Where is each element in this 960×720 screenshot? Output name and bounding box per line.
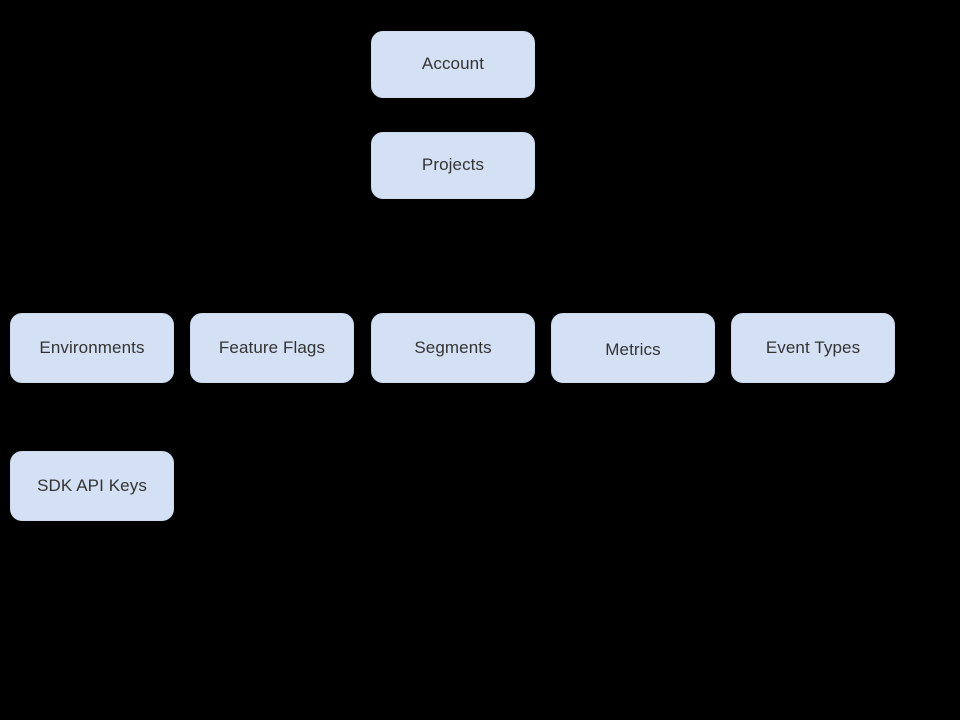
node-account[interactable]: Account: [371, 31, 535, 98]
edge-projects-metrics: [452, 199, 634, 313]
node-environments[interactable]: Environments: [10, 313, 174, 383]
node-segments[interactable]: Segments: [371, 313, 535, 383]
edge-projects-event-types: [452, 199, 814, 313]
node-label-sdk-api-keys: SDK API Keys: [37, 475, 147, 495]
node-label-feature-flags: Feature Flags: [218, 337, 326, 357]
edge-projects-feature-flags: [271, 199, 454, 313]
node-label-event-types: Event Types: [765, 337, 861, 357]
node-label-projects: Projects: [421, 155, 485, 175]
node-label-environments: Environments: [39, 337, 145, 357]
node-projects[interactable]: Projects: [371, 132, 535, 199]
node-label-metrics: Metrics: [605, 340, 661, 359]
node-feature-flags[interactable]: Feature Flags: [190, 313, 354, 383]
node-label-account: Account: [421, 54, 485, 74]
node-event-types[interactable]: Event Types: [731, 313, 895, 383]
node-sdk-api-keys[interactable]: SDK API Keys: [10, 451, 174, 521]
node-label-segments: Segments: [414, 337, 492, 357]
node-metrics[interactable]: Metrics: [551, 313, 715, 383]
edge-projects-environments: [91, 199, 454, 313]
